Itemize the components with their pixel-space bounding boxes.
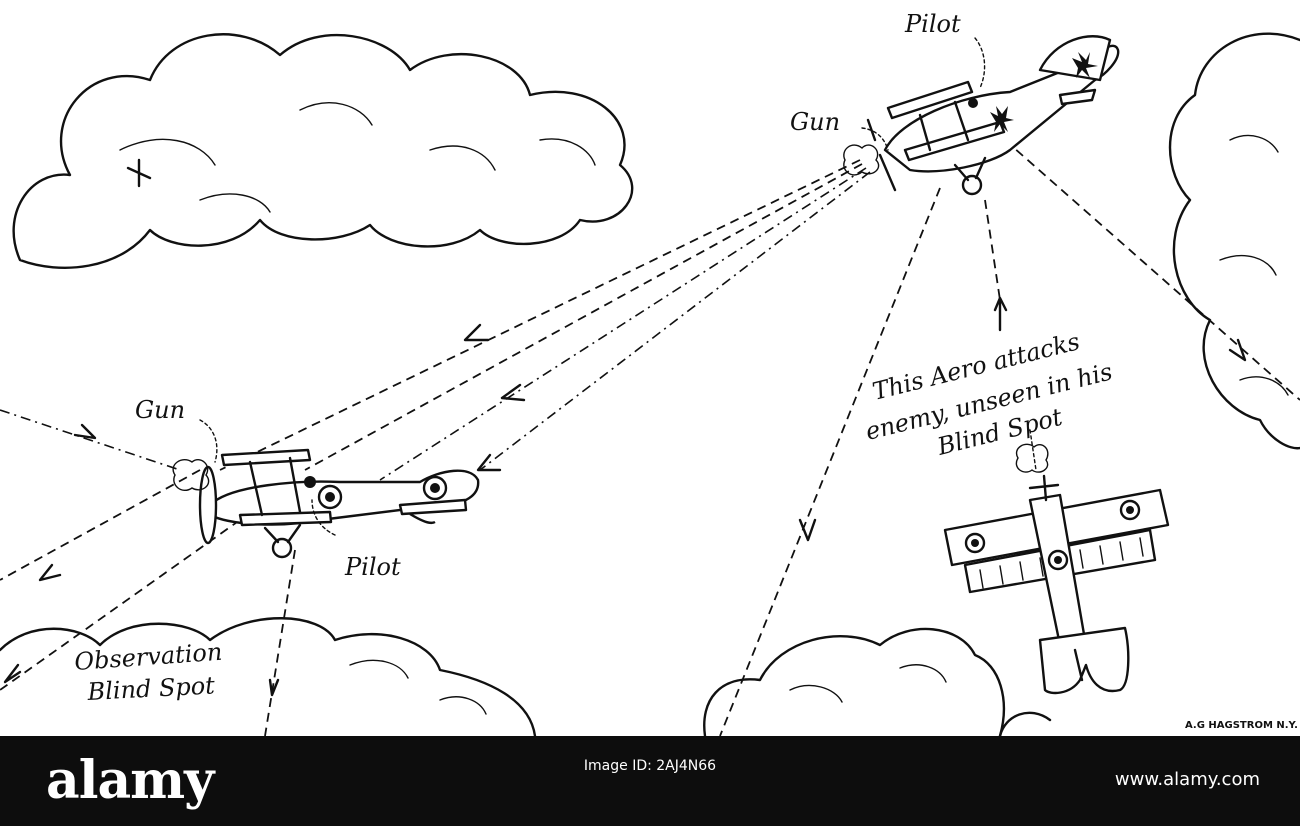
allied-biplane-top-view [943,474,1170,695]
small-distant-plane [126,158,152,188]
pilot-label-allied: Pilot [344,553,401,581]
observation-label-line1: Observation [73,638,223,676]
observation-label-line2: Blind Spot [86,671,216,706]
allied-biplane [198,448,480,559]
cloud-top-left [12,33,634,269]
cloud-right-edge [1168,32,1300,450]
cloud-bottom-right [703,627,1052,736]
alamy-logo: alamy [46,750,214,811]
watermark-bar: alamy Image ID: 2AJ4N66 www.alamy.com [0,736,1300,826]
engraver-credit: A.G HAGSTROM N.Y. [1185,720,1298,731]
arrowheads [3,296,1247,697]
muzzle-smoke [172,144,1049,492]
enemy-biplane [866,35,1120,196]
gun-label-allied: Gun [135,396,185,424]
firing-lines [0,139,1300,736]
image-id: Image ID: 2AJ4N66 [583,758,717,774]
site-url: www.alamy.com [1114,769,1260,790]
cloud-bottom-left [0,617,537,736]
leader-lines [199,37,1037,536]
pilot-label-enemy: Pilot [904,10,961,38]
gun-label-enemy: Gun [790,108,840,136]
aerial-combat-diagram: Pilot Gun Gun Pilot Observation Blind Sp… [0,10,1300,736]
